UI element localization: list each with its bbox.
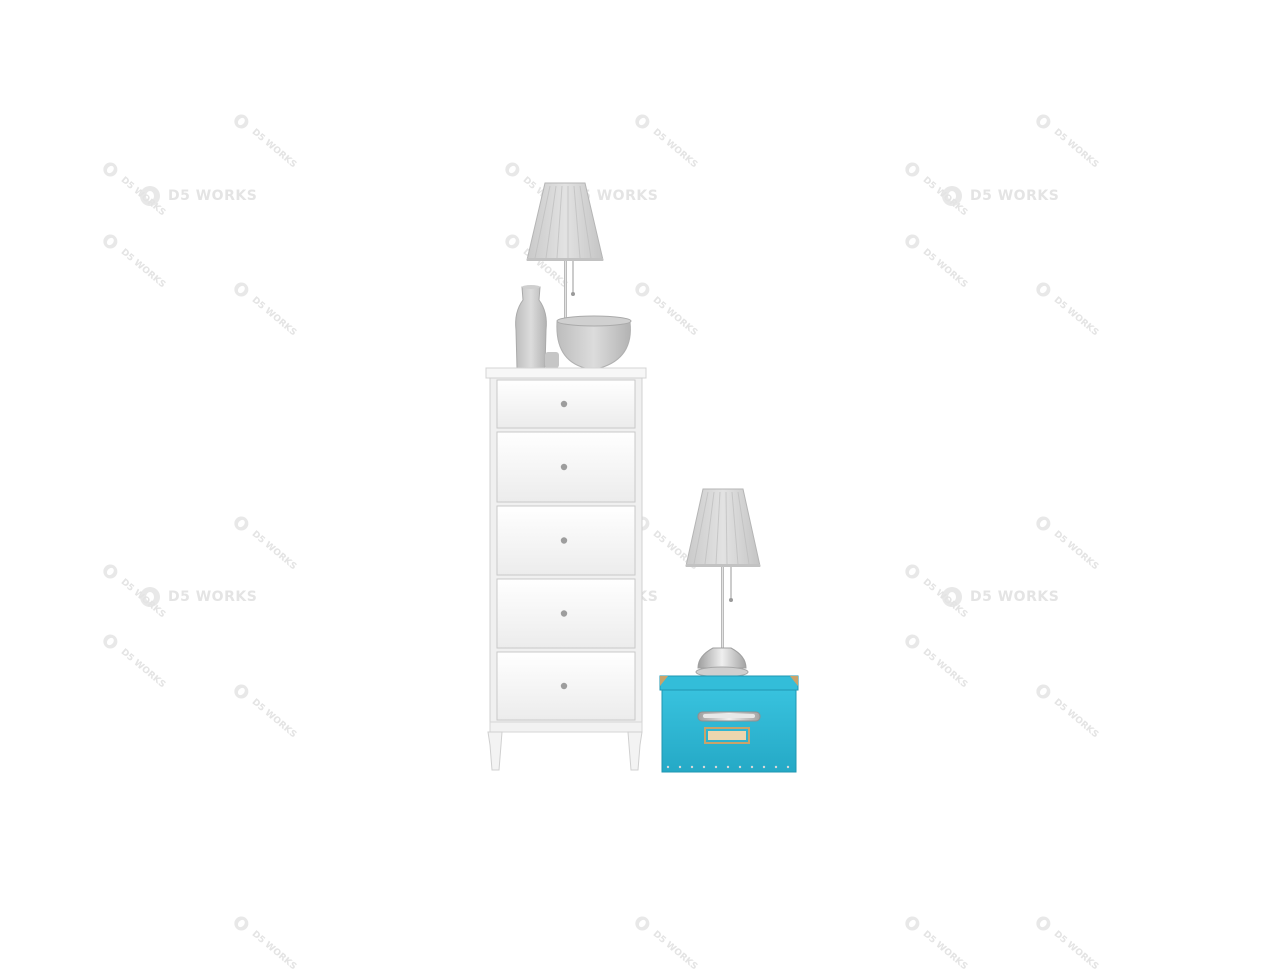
watermark-text: D5 WORKS — [168, 589, 258, 605]
watermark: D5 WORKS — [140, 587, 257, 607]
drawer-knob — [560, 682, 568, 690]
watermark-text: D5 WORKS — [569, 188, 659, 204]
d5-logo-icon — [140, 587, 160, 607]
d5-logo-icon — [942, 186, 962, 206]
vase — [515, 285, 559, 369]
watermark-text: D5 WORKS — [168, 188, 258, 204]
drawer-knob — [560, 463, 568, 471]
d5-logo-icon — [140, 186, 160, 206]
table-lamp-bottom — [685, 488, 761, 678]
watermark: D5 WORKS — [942, 587, 1059, 607]
watermark-text: D5 WORKS — [970, 188, 1060, 204]
bowl — [556, 315, 632, 369]
table-lamp-top — [526, 182, 604, 323]
chest-of-drawers — [485, 367, 647, 771]
watermark: D5 WORKS — [140, 186, 257, 206]
watermark-text: D5 WORKS — [970, 589, 1060, 605]
storage-box — [659, 675, 799, 773]
drawer-knob — [560, 537, 568, 544]
watermark: D5 WORKS — [942, 186, 1059, 206]
drawer-knob — [560, 400, 568, 408]
d5-logo-icon — [942, 587, 962, 607]
drawer-knob — [560, 610, 568, 617]
drawer-2 — [496, 431, 636, 503]
